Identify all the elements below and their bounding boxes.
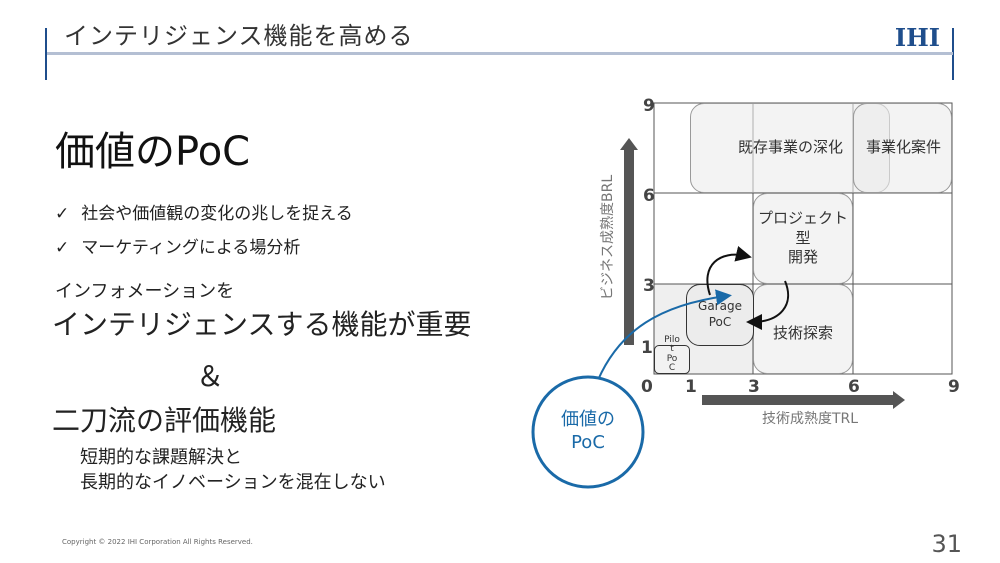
info-line: インフォメーションを — [55, 281, 235, 302]
header-left-bar — [45, 28, 47, 80]
main-heading: 価値のPoC — [55, 129, 251, 175]
bullet-text: マーケティングによる場分析 — [81, 238, 301, 258]
y-axis-label: ビジネス成熟度BRL — [600, 174, 616, 300]
box-label: 技術探索 — [772, 324, 833, 343]
check-icon: ✓ — [55, 204, 70, 224]
x-tick: 0 — [641, 377, 653, 397]
x-tick: 1 — [685, 377, 697, 397]
x-axis-arrow — [702, 391, 905, 409]
value-poc-label: 価値の PoC — [561, 409, 615, 454]
tech-exploration-box: 技術探索 — [753, 284, 853, 374]
ampersand: ＆ — [196, 360, 225, 393]
slide-title: インテリジェンス機能を高める — [64, 22, 414, 50]
header-right-bar — [952, 28, 954, 80]
box-label: プロジェクト型 開発 — [757, 209, 848, 267]
x-tick: 6 — [848, 377, 860, 397]
dual-eval-line: 二刀流の評価機能 — [52, 404, 277, 437]
intelligence-line: インテリジェンスする機能が重要 — [52, 308, 472, 341]
project-box: プロジェクト型 開発 — [753, 193, 853, 284]
box-label: Pilo t Po C — [664, 335, 680, 374]
commercial-box: 事業化案件 — [853, 103, 952, 193]
check-icon: ✓ — [55, 238, 70, 258]
x-tick: 9 — [948, 377, 960, 397]
cycle-arrow-down — [746, 280, 790, 330]
bullet-text: 社会や価値観の変化の兆しを捉える — [81, 204, 353, 224]
ihi-logo: IHI — [894, 23, 940, 52]
box-label: 事業化案件 — [865, 138, 941, 157]
header-divider — [47, 52, 953, 55]
bullet-item: ✓ マーケティングによる場分析 — [55, 238, 300, 258]
x-tick: 3 — [748, 377, 760, 397]
page-number: 31 — [931, 530, 962, 558]
value-poc-arrow — [597, 289, 732, 381]
sub-line-2: 長期的なイノベーションを混在しない — [80, 472, 386, 493]
y-tick: 1 — [641, 338, 653, 358]
y-tick: 9 — [643, 96, 655, 116]
box-label: 既存事業の深化 — [737, 138, 843, 157]
value-poc-circle — [531, 375, 645, 489]
x-axis-label: 技術成熟度TRL — [762, 411, 859, 427]
y-tick: 3 — [643, 276, 655, 296]
y-tick: 6 — [643, 186, 655, 206]
cycle-arrow-up — [706, 245, 752, 296]
y-axis-arrow — [620, 138, 638, 345]
bullet-item: ✓ 社会や価値観の変化の兆しを捉える — [55, 204, 353, 224]
copyright: Copyright © 2022 IHI Corporation All Rig… — [62, 538, 253, 546]
pilot-poc-box: Pilo t Po C — [654, 335, 690, 374]
garage-poc-box: Garage PoC — [686, 284, 754, 346]
sub-line-1: 短期的な課題解決と — [80, 447, 242, 468]
